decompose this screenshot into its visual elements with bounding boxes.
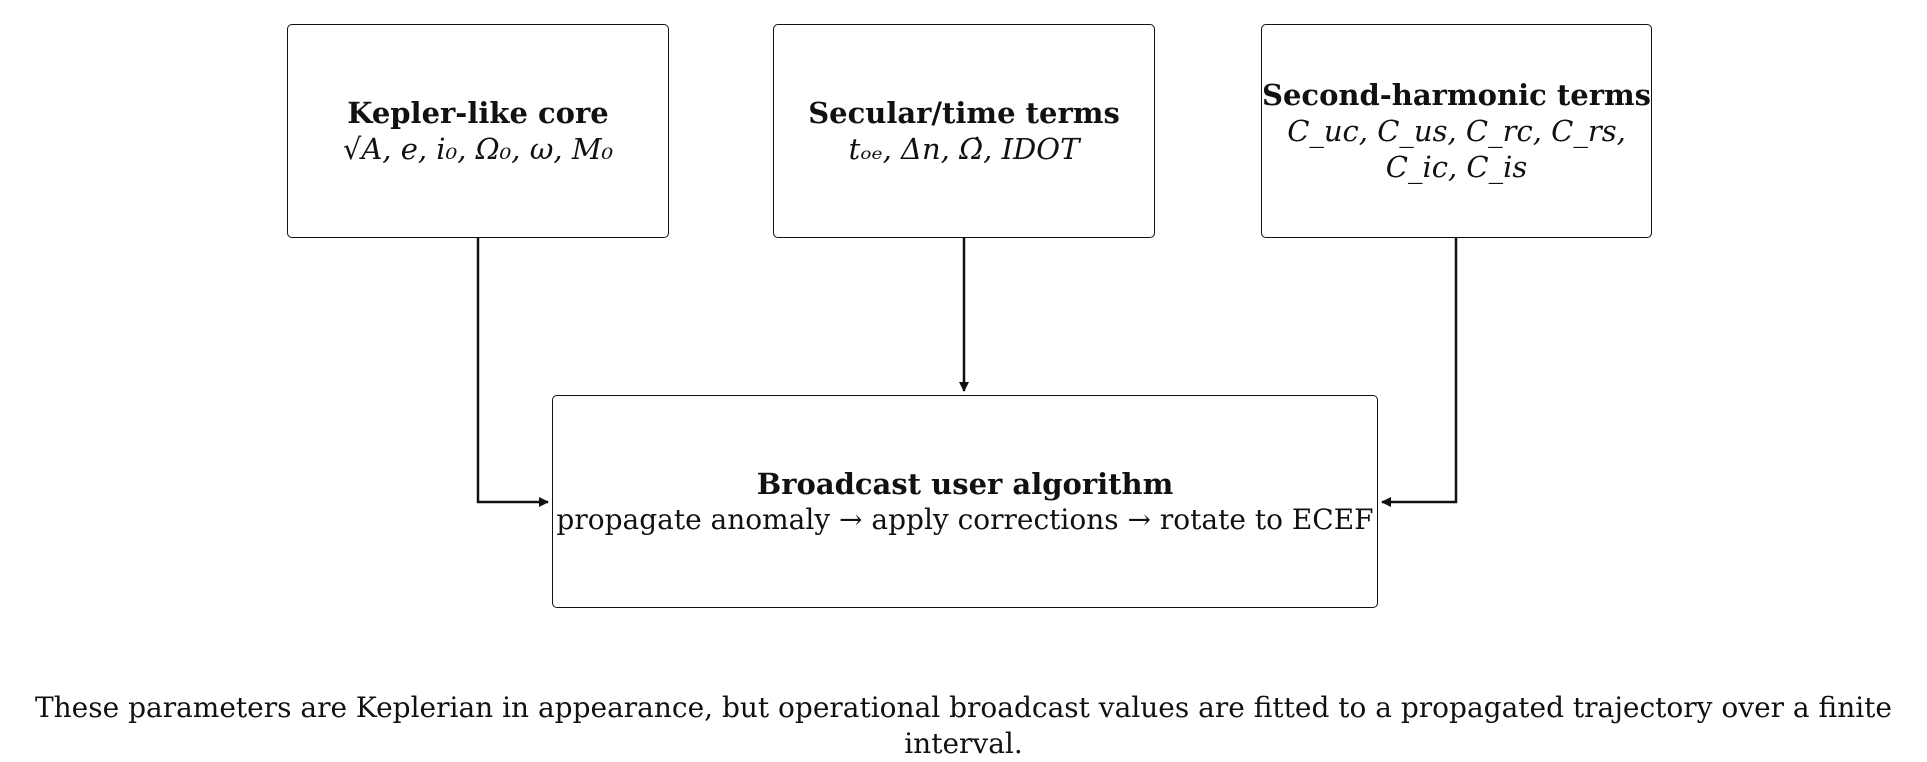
kepler-core-params: √A, e, i₀, Ω₀, ω, M₀ — [342, 132, 614, 166]
secular-terms-box: Secular/time terms tₒₑ, Δn, Ω̇, IDOT — [773, 24, 1155, 238]
second-harmonic-params: C_uc, C_us, C_rc, C_rs, C_ic, C_is — [1287, 114, 1626, 184]
broadcast-algorithm-box: Broadcast user algorithm propagate anoma… — [552, 395, 1378, 608]
diagram-caption: These parameters are Keplerian in appear… — [34, 691, 1893, 760]
secular-terms-title: Secular/time terms — [808, 96, 1120, 130]
broadcast-algorithm-title: Broadcast user algorithm — [756, 466, 1174, 501]
arrow-harmonic-to-algorithm — [1381, 238, 1458, 507]
secular-terms-params: tₒₑ, Δn, Ω̇, IDOT — [848, 132, 1080, 166]
kepler-core-box: Kepler-like core √A, e, i₀, Ω₀, ω, M₀ — [287, 24, 669, 238]
second-harmonic-title: Second-harmonic terms — [1262, 78, 1651, 112]
broadcast-algorithm-flow: propagate anomaly → apply corrections → … — [556, 502, 1374, 536]
second-harmonic-box: Second-harmonic terms C_uc, C_us, C_rc, … — [1261, 24, 1652, 238]
arrow-kepler-to-algorithm — [476, 238, 549, 507]
kepler-core-title: Kepler-like core — [347, 96, 609, 130]
